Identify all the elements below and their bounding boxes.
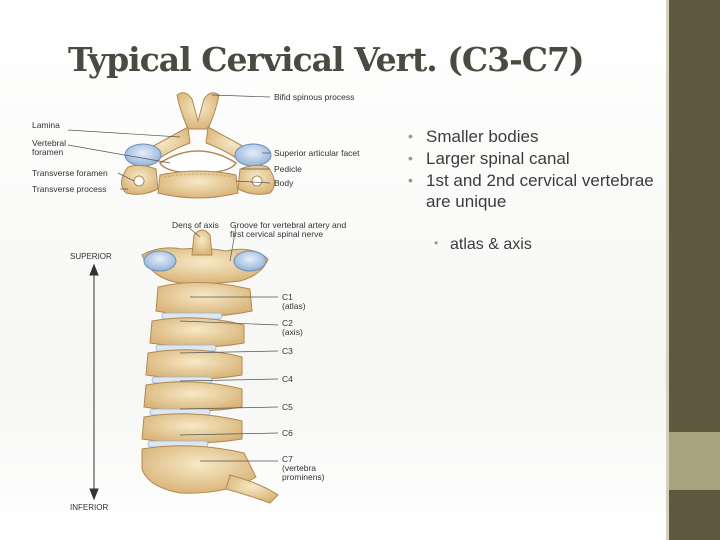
- label-transverse-foramen: Transverse foramen: [32, 168, 108, 178]
- label-bifid-spinous-process: Bifid spinous process: [274, 92, 355, 102]
- bullet-dot-icon: •: [408, 172, 413, 188]
- label-superior: SUPERIOR: [70, 252, 112, 261]
- label-dens-of-axis: Dens of axis: [172, 220, 219, 230]
- bullet-item: • 1st and 2nd cervical vertebrae are uni…: [406, 170, 668, 212]
- label-lamina: Lamina: [32, 120, 60, 130]
- vertebrae-illustration: [67, 92, 279, 504]
- label-body: Body: [274, 178, 294, 188]
- label-c5: C5: [282, 402, 293, 412]
- cervical-vertebrae-figure: Bifid spinous process Lamina Vertebral f…: [30, 85, 390, 520]
- slide-background: [0, 0, 666, 540]
- bullet-dot-icon: •: [408, 128, 413, 144]
- bullet-item: • Larger spinal canal: [406, 148, 668, 169]
- label-c2-note: (axis): [282, 327, 303, 337]
- bullet-text: Larger spinal canal: [426, 149, 570, 168]
- label-c4: C4: [282, 374, 293, 384]
- label-superior-articular-facet: Superior articular facet: [274, 148, 360, 158]
- cervical-column: [141, 229, 279, 504]
- label-groove: Groove for vertebral artery and first ce…: [230, 220, 347, 239]
- label-c6: C6: [282, 428, 293, 438]
- label-c3: C3: [282, 346, 293, 356]
- sidebar-accent-block: [669, 432, 720, 490]
- bullet-dot-icon: •: [434, 236, 439, 250]
- bullet-item: • Smaller bodies: [406, 126, 668, 147]
- label-c7: C7: [282, 454, 293, 464]
- orientation-arrow: [89, 263, 99, 501]
- label-pedicle: Pedicle: [274, 164, 302, 174]
- label-c1: C1: [282, 292, 293, 302]
- label-c1-note: (atlas): [282, 301, 306, 311]
- sub-bullet-text: atlas & axis: [450, 236, 532, 253]
- superior-view-vertebra: [121, 92, 275, 199]
- slide-title: Typical Cervical Vert. (C3-C7): [68, 40, 585, 79]
- sub-bullet-item: • atlas & axis: [432, 236, 532, 254]
- bullet-list: • Smaller bodies • Larger spinal canal •…: [406, 126, 668, 213]
- column-leader-lines: [179, 226, 279, 462]
- top-leader-lines: [67, 94, 271, 190]
- label-c2: C2: [282, 318, 293, 328]
- label-c7-note: (vertebra prominens): [282, 463, 325, 482]
- label-transverse-process: Transverse process: [32, 184, 107, 194]
- bullet-text: Smaller bodies: [426, 127, 539, 146]
- label-inferior: INFERIOR: [70, 503, 109, 512]
- bullet-dot-icon: •: [408, 150, 413, 166]
- sidebar-strip: [666, 0, 669, 540]
- bullet-text: 1st and 2nd cervical vertebrae are uniqu…: [426, 171, 654, 211]
- label-vertebral-foramen: Vertebral foramen: [32, 138, 67, 157]
